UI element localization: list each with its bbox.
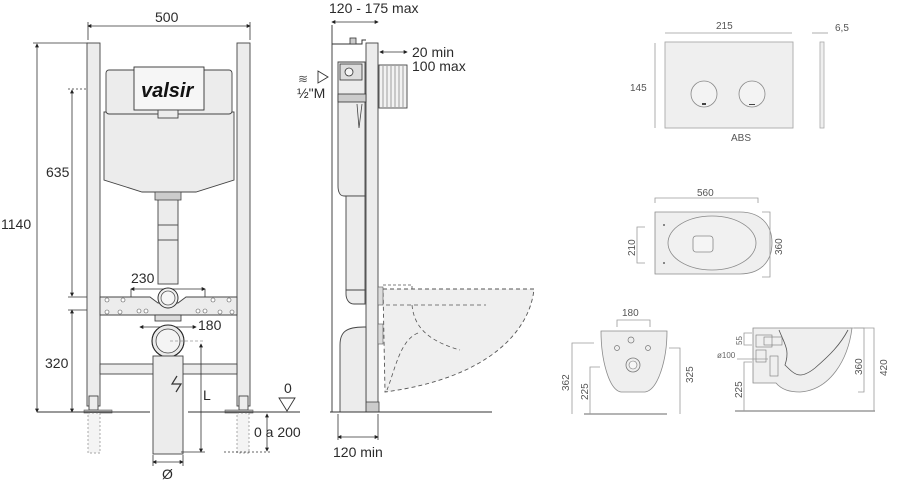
plate-thickness-label: 6,5 [835, 23, 849, 34]
fixing-spacing-label: 210 [627, 239, 638, 256]
toilet-width-label: 360 [774, 238, 785, 255]
front-fixing-spacing-label: 180 [622, 308, 639, 319]
drain-spacing-label: 180 [198, 317, 222, 333]
side-total-height-label: 420 [879, 359, 890, 376]
drain-height-label: 320 [45, 355, 69, 371]
toilet-top-view: 560 210 360 [627, 188, 785, 278]
plug-max-label: 100 max [412, 58, 466, 74]
side-top-offset-label: 55 [735, 336, 744, 345]
full-flush-button-icon [738, 80, 766, 108]
front-rim-height-label: 325 [685, 366, 696, 383]
small-flush-button-icon [690, 80, 718, 108]
plate-height-label: 145 [630, 83, 647, 94]
toilet-length-label: 560 [697, 188, 714, 199]
toilet-side-view: 55 ø100 225 360 420 [717, 327, 890, 412]
pipe-diameter-label: Ø [162, 466, 173, 482]
depth-range-label: 120 - 175 max [329, 0, 419, 16]
min-depth-label: 120 min [333, 444, 383, 460]
side-bowl-height-label: 360 [854, 358, 865, 375]
plate-material-label: ABS [731, 133, 751, 144]
brand-logo: valsir [141, 80, 194, 102]
frame-width-label: 500 [155, 9, 179, 25]
water-inlet-label: ½"M [297, 85, 325, 101]
floor-adjust-label: 0 a 200 [254, 424, 301, 440]
plug-min-label: 20 min [412, 44, 454, 60]
frame-height-label: 1140 [1, 216, 31, 232]
frame-front-view: 500 1140 635 320 valsir [1, 9, 301, 482]
side-outlet-diameter-label: ø100 [717, 351, 736, 360]
frame-side-view: 120 - 175 max ≋ ½"M 20 min 100 max [297, 0, 535, 460]
water-wave-icon: ≋ [298, 72, 308, 86]
tank-height-label: 635 [46, 164, 70, 180]
plate-width-label: 215 [716, 21, 733, 32]
flush-plate: 215 145 ABS 6,5 [630, 21, 849, 144]
pipe-length-label: L [203, 387, 211, 403]
side-outlet-height-label: 225 [734, 381, 745, 398]
flush-pipe-spacing-label: 230 [131, 270, 155, 286]
front-outlet-height-label: 225 [580, 383, 591, 400]
toilet-front-view: 180 362 225 325 [561, 308, 696, 415]
front-total-height-label: 362 [561, 374, 572, 391]
floor-level-label: 0 [284, 380, 292, 396]
